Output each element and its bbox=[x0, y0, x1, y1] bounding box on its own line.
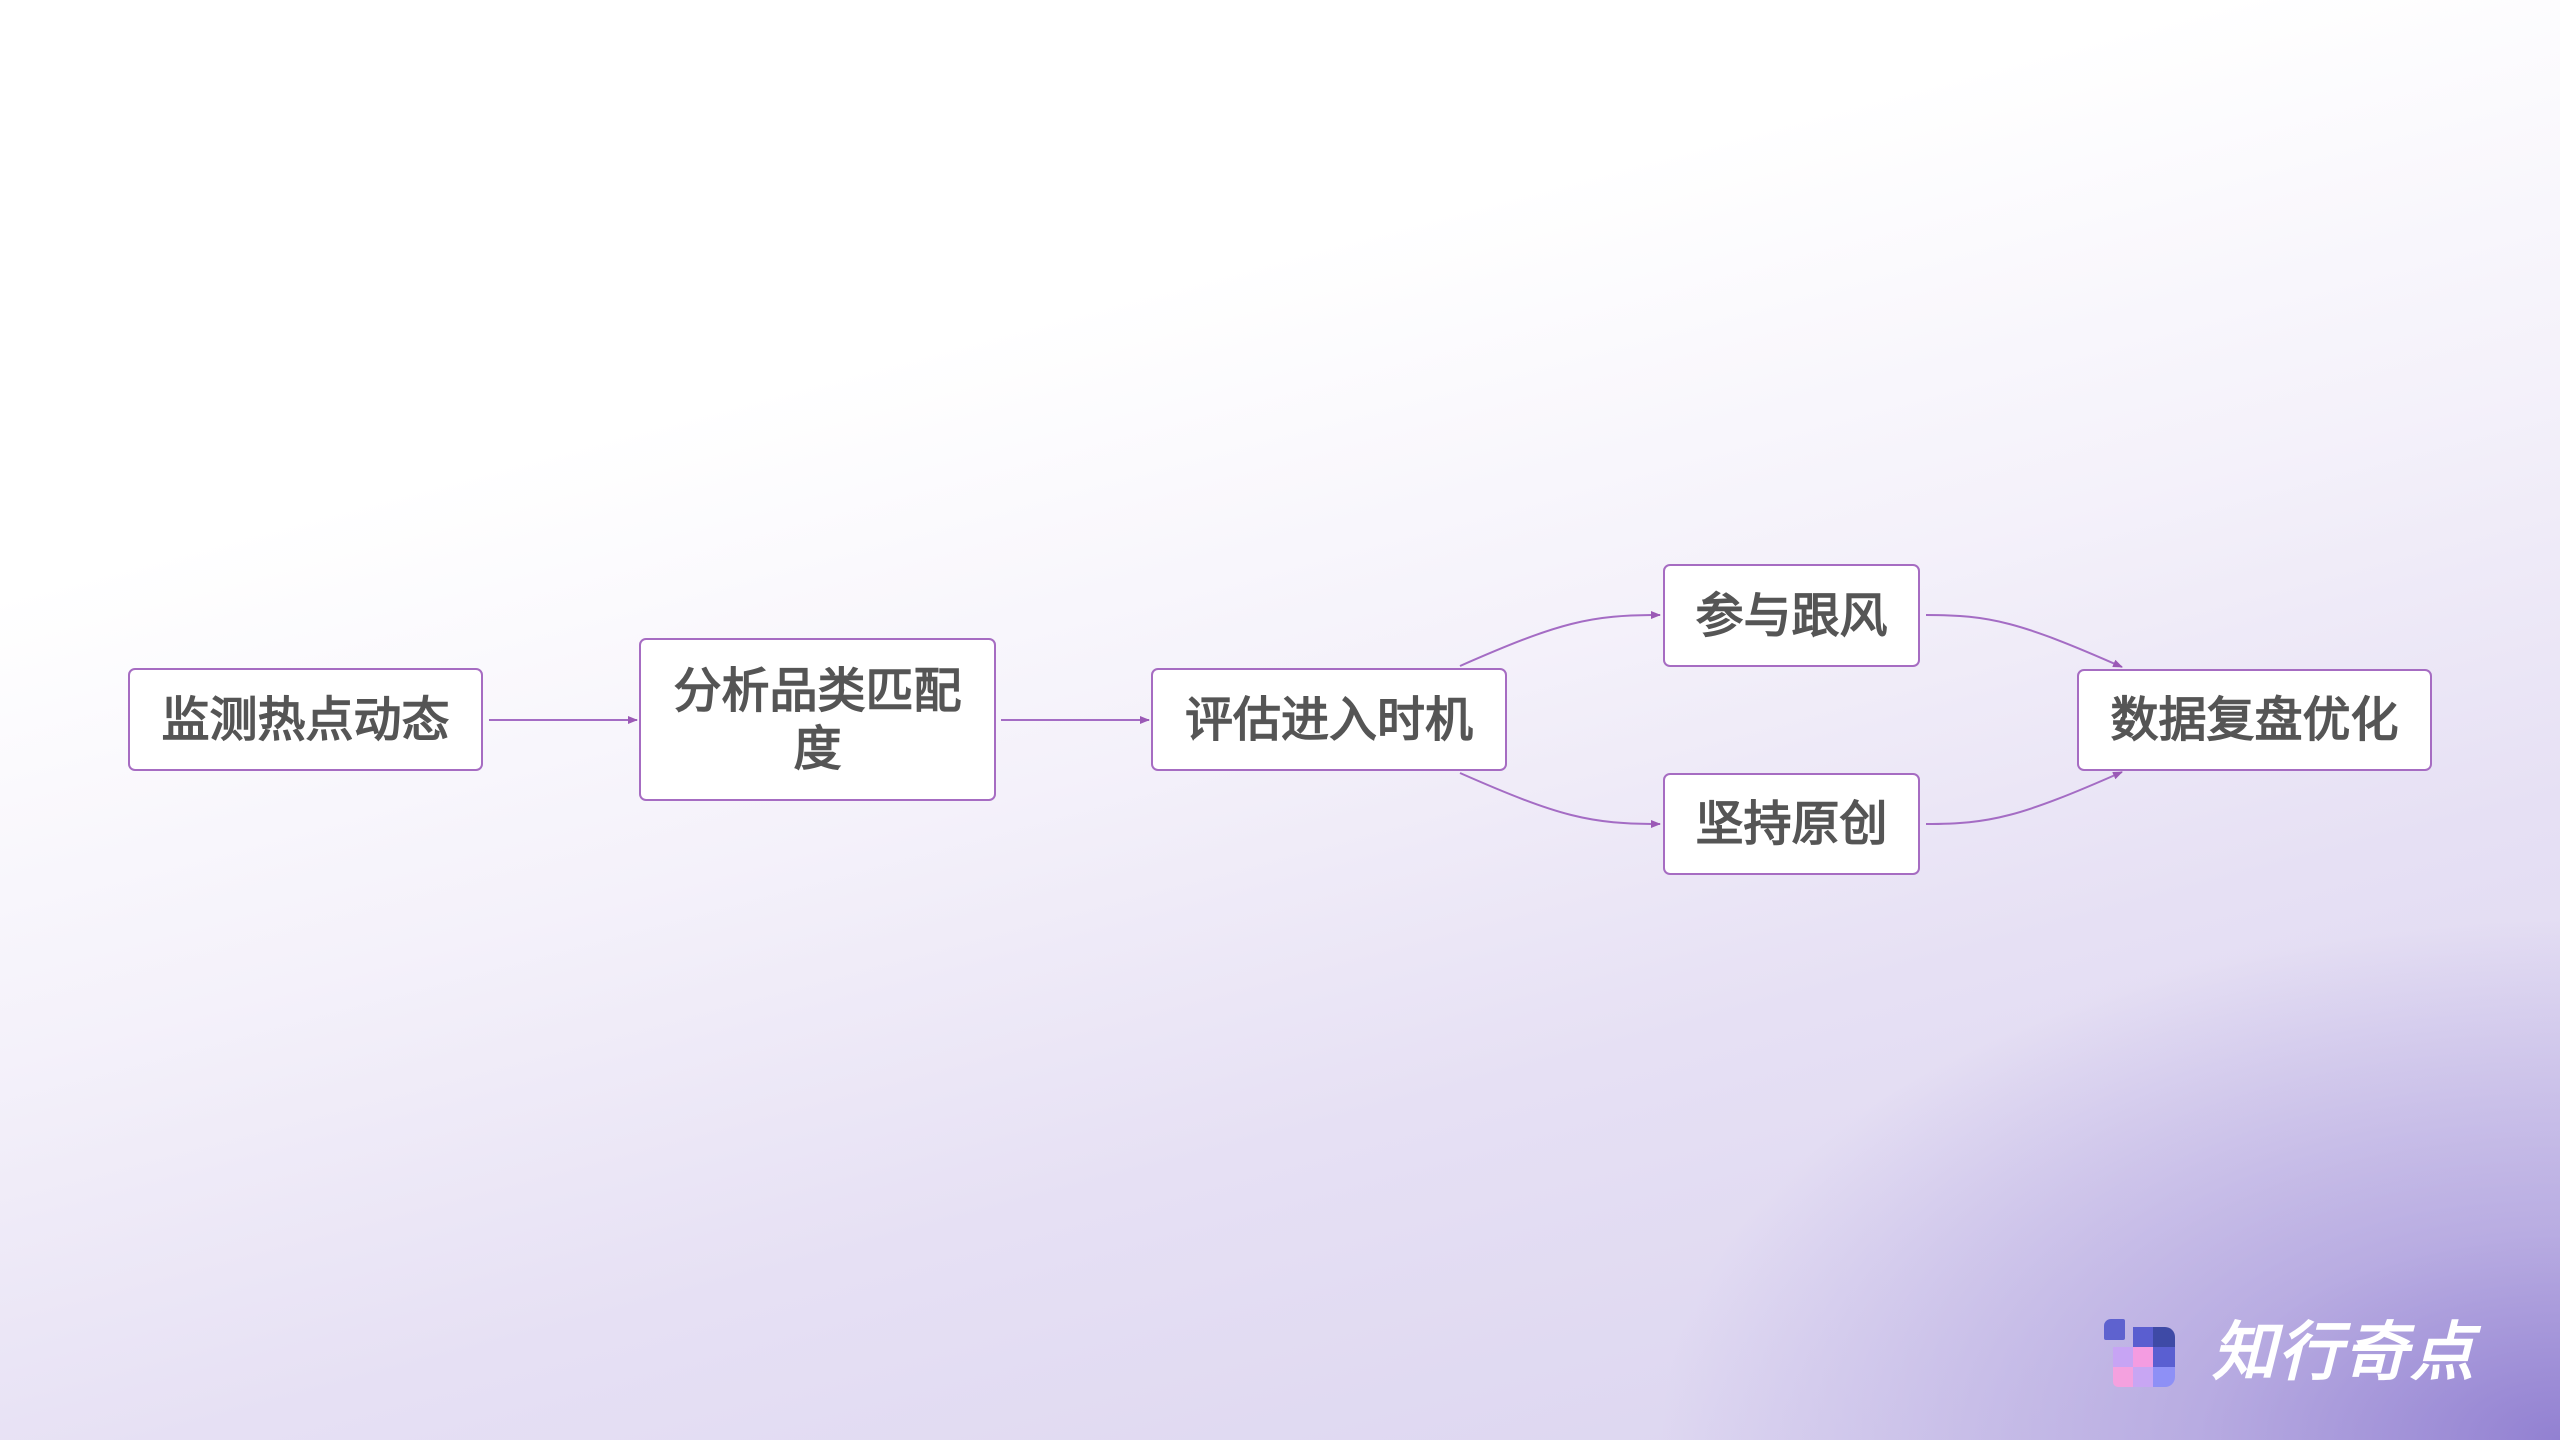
node-label: 评估进入时机 bbox=[1184, 691, 1473, 748]
pixel-grid-logo-icon bbox=[2104, 1317, 2176, 1389]
node-label-line-1: 分析品类匹配 bbox=[673, 662, 962, 719]
node-label: 数据复盘优化 bbox=[2110, 692, 2399, 748]
node-monitor-trends: 监测热点动态 bbox=[128, 668, 483, 771]
node-label: 监测热点动态 bbox=[161, 691, 450, 748]
node-analyze-category-fit: 分析品类匹配 度 bbox=[639, 638, 996, 801]
node-stay-original: 坚持原创 bbox=[1663, 773, 1920, 875]
brand-name: 知行奇点 bbox=[2212, 1316, 2476, 1390]
edge-n5-n6 bbox=[1925, 771, 2123, 825]
node-label: 坚持原创 bbox=[1695, 796, 1888, 852]
node-label: 参与跟风 bbox=[1695, 587, 1888, 644]
node-label-line-2: 度 bbox=[793, 720, 842, 777]
edge-n4-n6 bbox=[1925, 614, 2123, 668]
brand-logo: 知行奇点 bbox=[2104, 1316, 2476, 1390]
edge-n3-n4 bbox=[1459, 611, 1661, 667]
node-evaluate-timing: 评估进入时机 bbox=[1151, 668, 1507, 771]
node-data-review-optimize: 数据复盘优化 bbox=[2077, 669, 2432, 771]
node-follow-trend: 参与跟风 bbox=[1663, 564, 1920, 667]
edge-n3-n5 bbox=[1459, 772, 1661, 828]
